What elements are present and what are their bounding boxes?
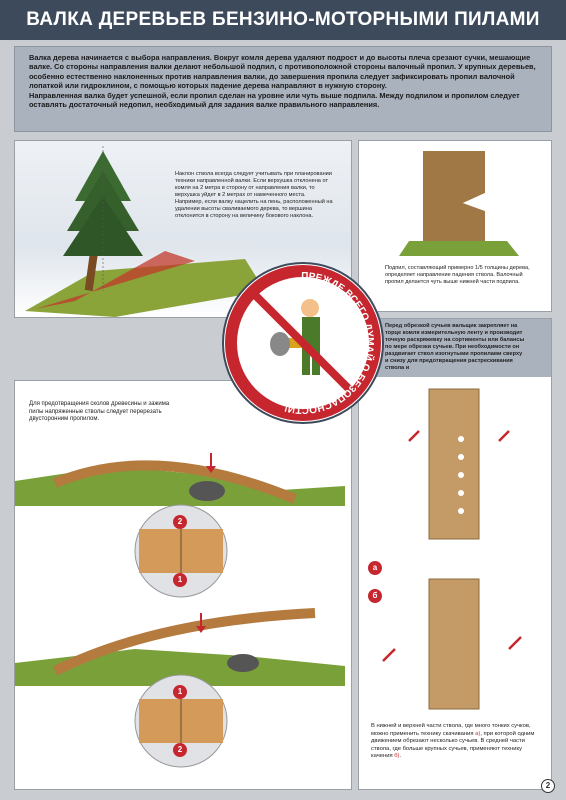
felling-caption: Наклон ствола всегда следует учитывать п… bbox=[175, 171, 333, 219]
bent-trunk-panel: Для предотвращения сколов древесины и за… bbox=[14, 380, 352, 790]
intro-paragraph-1: Валка дерева начинается с выбора направл… bbox=[29, 53, 536, 91]
notch-caption: Подпил, составляющий примерно 1/5 толщин… bbox=[385, 265, 530, 285]
limbing-panel: Перед обрезкой сучьев вальщик закрепляет… bbox=[358, 318, 552, 790]
bent-trunk-caption: Для предотвращения сколов древесины и за… bbox=[29, 401, 170, 422]
felling-illustration bbox=[25, 146, 265, 317]
limbing-bottom-text-1: В нижней и верхней части ствола, где мно… bbox=[371, 723, 531, 737]
cut-order-badge: 1 bbox=[173, 685, 187, 699]
limbing-header-bg bbox=[359, 319, 551, 377]
ref-b: б) bbox=[394, 753, 400, 760]
ref-a: а) bbox=[475, 730, 481, 737]
stump-notch-illustration bbox=[399, 151, 519, 256]
cut-order-badge: 1 bbox=[173, 573, 187, 587]
label-b-badge: б bbox=[368, 589, 382, 603]
limbing-caption: Перед обрезкой сучьев вальщик закрепляет… bbox=[385, 323, 525, 371]
limbing-bottom-caption: В нижней и верхней части ствола, где мно… bbox=[371, 723, 535, 760]
bent-trunk-illustration bbox=[15, 453, 345, 768]
safety-sign: ПРЕЖДЕ ВСЕГО ДУМАЙ О БЕЗОПАСНОСТИ! bbox=[222, 262, 384, 424]
intro-paragraph-2: Направленная валка будет успешной, если … bbox=[29, 90, 520, 110]
intro-panel: Валка дерева начинается с выбора направл… bbox=[14, 46, 552, 132]
title-bar: ВАЛКА ДЕРЕВЬЕВ БЕНЗИНО-МОТОРНЫМИ ПИЛАМИ bbox=[0, 0, 566, 40]
notch-panel: Подпил, составляющий примерно 1/5 толщин… bbox=[358, 140, 552, 312]
cut-order-badge: 2 bbox=[173, 515, 187, 529]
page-title: ВАЛКА ДЕРЕВЬЕВ БЕНЗИНО-МОТОРНЫМИ ПИЛАМИ bbox=[26, 9, 540, 30]
page-number: 2 bbox=[541, 779, 555, 793]
felling-direction-panel: Наклон ствола всегда следует учитывать п… bbox=[14, 140, 352, 318]
limbing-illustration bbox=[382, 388, 522, 710]
label-a-badge: а bbox=[368, 561, 382, 575]
limbing-bottom-text-2: , при которой одним движением обрезают н… bbox=[371, 730, 535, 760]
cut-order-badge: 2 bbox=[173, 743, 187, 757]
